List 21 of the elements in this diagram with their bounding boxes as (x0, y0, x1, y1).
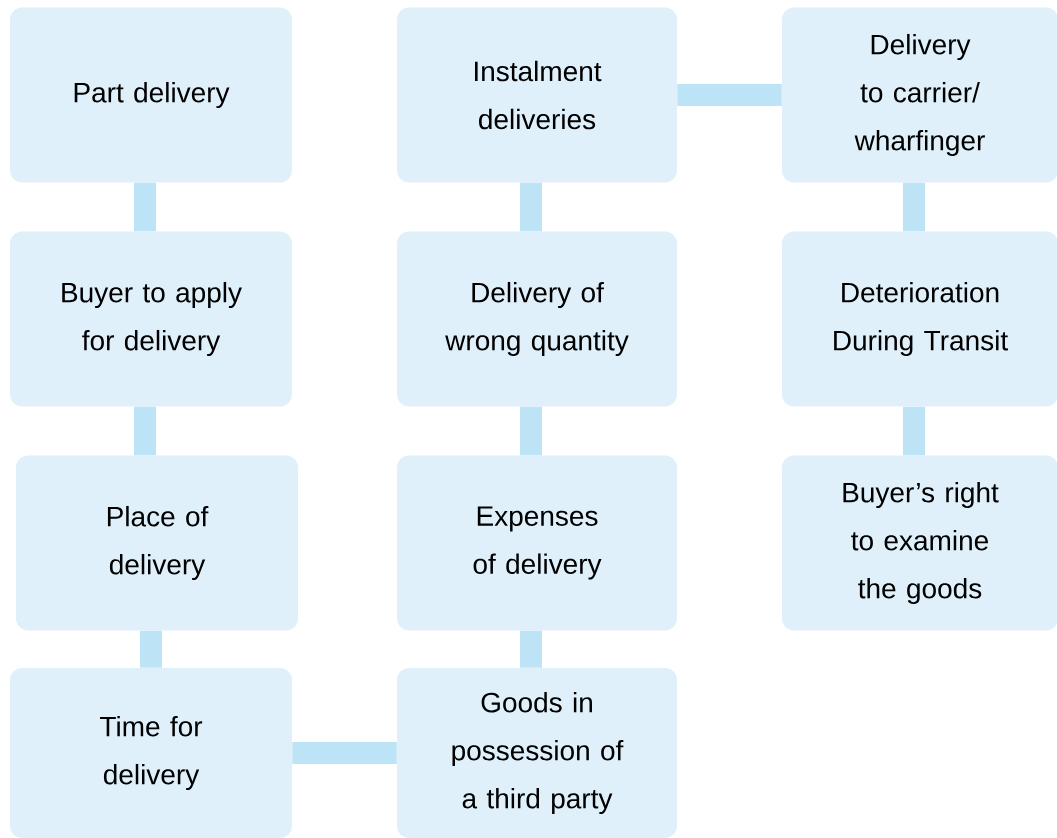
connector-bar (677, 84, 782, 106)
text-box: Place of delivery (16, 455, 298, 631)
text-box: Part delivery (10, 7, 292, 183)
text-box: Delivery to carrier/ wharfinger (782, 7, 1057, 183)
connector-bar (903, 182, 925, 232)
text-box: Buyer to apply for delivery (10, 231, 292, 407)
connector-bar (292, 742, 397, 764)
text-box: Buyer’s right to examine the goods (782, 455, 1057, 631)
connector-bar (520, 182, 542, 232)
connector-bar (520, 406, 542, 456)
text-box: Deterioration During Transit (782, 231, 1057, 407)
text-box: Delivery of wrong quantity (397, 231, 677, 407)
text-box: Expenses of delivery (397, 455, 677, 631)
text-box: Goods in possession of a third party (397, 668, 677, 838)
text-box: Time for delivery (10, 668, 292, 838)
connector-bar (134, 406, 156, 456)
connector-bar (903, 406, 925, 456)
text-box: Instalment deliveries (397, 7, 677, 183)
connector-bar (140, 630, 162, 668)
connector-bar (134, 182, 156, 232)
connector-bar (520, 630, 542, 668)
